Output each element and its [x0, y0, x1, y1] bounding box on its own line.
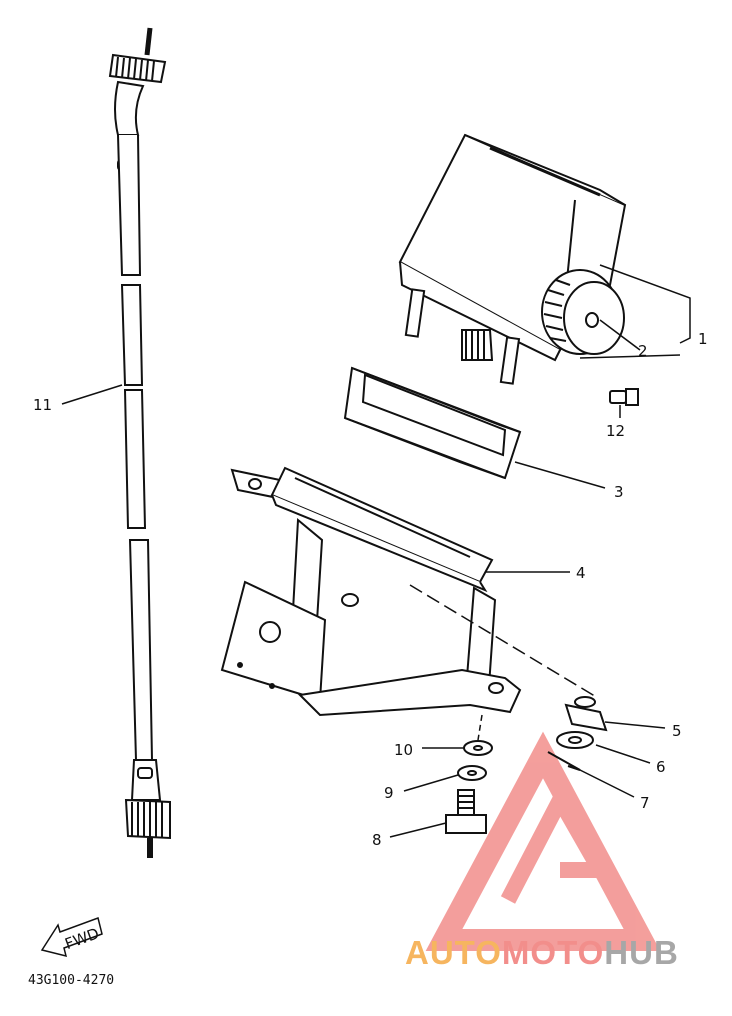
diagram-code: 43G100-4270 — [28, 973, 114, 988]
label-part-1: 1 — [698, 330, 708, 348]
watermark-logo-m-shape — [500, 783, 614, 904]
label-part-2: 2 — [638, 342, 648, 360]
label-part-7: 7 — [640, 794, 650, 812]
part-2-reset-knob — [541, 269, 625, 355]
leader-lines — [61, 264, 691, 838]
label-part-6: 6 — [656, 758, 666, 776]
part-10-washer — [463, 740, 493, 756]
part-12-screw — [609, 388, 639, 406]
label-part-10: 10 — [394, 741, 413, 759]
part-4-bracket — [220, 466, 599, 741]
label-part-3: 3 — [614, 483, 624, 501]
label-part-9: 9 — [384, 784, 394, 802]
watermark-text: AUTOMOTOHUB — [405, 934, 679, 971]
label-part-8: 8 — [372, 831, 382, 849]
watermark-text-moto: MOTO — [502, 934, 604, 971]
label-part-5: 5 — [672, 722, 682, 740]
part-11-speedometer-cable — [108, 27, 171, 858]
watermark-text-hub: HUB — [604, 934, 679, 971]
label-part-4: 4 — [576, 564, 586, 582]
fwd-arrow-outline — [40, 917, 103, 958]
watermark-logo — [425, 731, 661, 951]
label-part-12: 12 — [606, 422, 625, 440]
fwd-arrow: FWD — [40, 917, 103, 958]
label-part-11: 11 — [33, 396, 52, 414]
part-9-lock-washer — [457, 765, 487, 781]
watermark-text-auto: AUTO — [405, 934, 502, 971]
part-5-damper — [564, 696, 608, 732]
part-8-bolt — [445, 789, 487, 834]
part-labels: 1 2 12 3 4 5 6 7 10 9 8 11 — [33, 330, 708, 849]
part-3-cushion — [343, 366, 522, 480]
part-6-washer — [556, 731, 594, 749]
part-1-meter-assembly — [398, 133, 639, 406]
